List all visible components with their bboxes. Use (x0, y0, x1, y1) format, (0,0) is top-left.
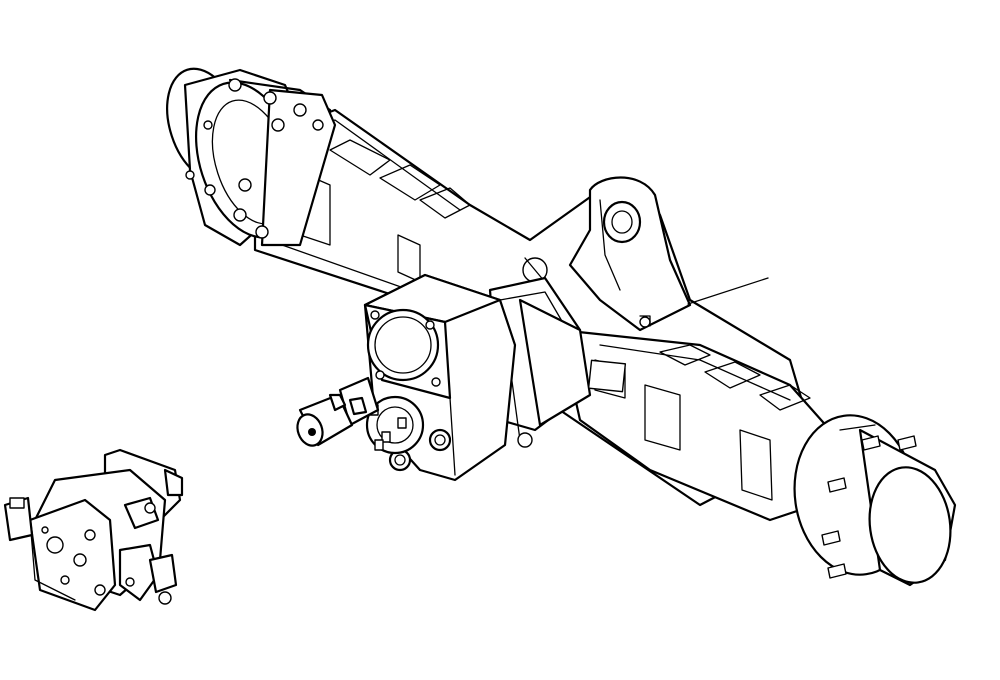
hydraulic-motor (3, 448, 184, 612)
speed-sensor (296, 376, 380, 447)
axle-assembly (166, 67, 957, 587)
input-gearbox (363, 273, 517, 482)
callout-leader (687, 277, 769, 305)
left-wheel-hub (166, 67, 337, 247)
right-wheel-hub (793, 414, 957, 587)
differential-housing (488, 276, 627, 448)
pivot-bracket (522, 176, 692, 332)
right-hub-studs (821, 435, 917, 579)
left-hub-bolts (185, 78, 324, 239)
